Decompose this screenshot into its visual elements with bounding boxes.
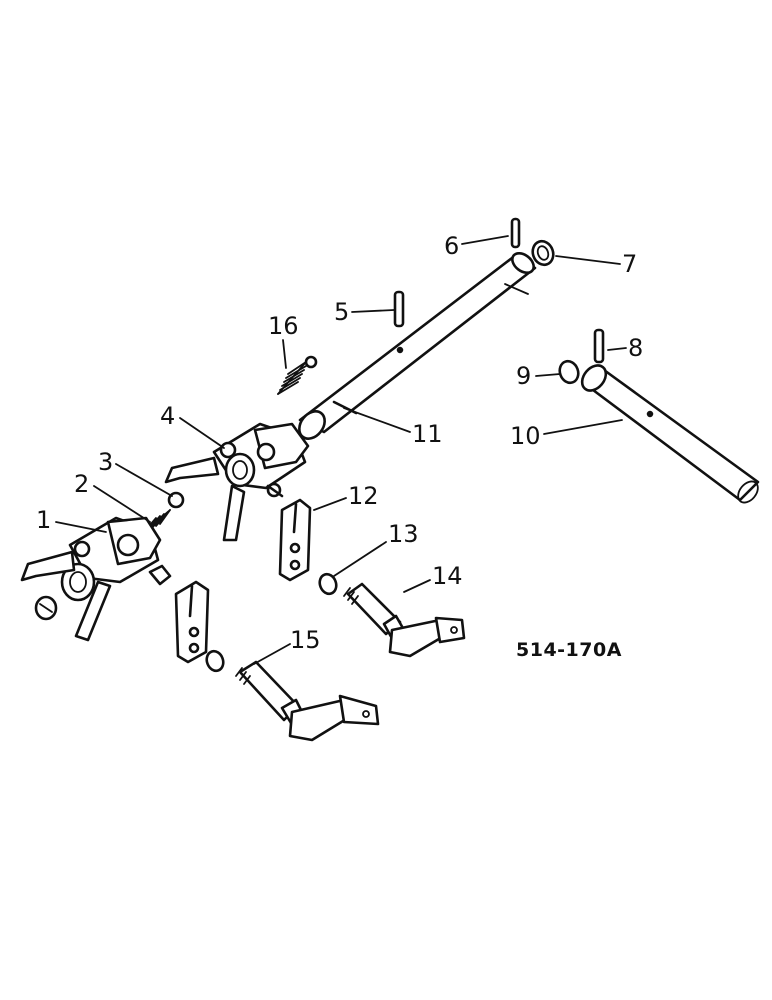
part-11-shift-rail xyxy=(298,251,537,440)
callout-15: 15 xyxy=(290,626,321,654)
callout-10: 10 xyxy=(510,422,541,450)
callout-14: 14 xyxy=(432,562,463,590)
part-12-interlock-plate xyxy=(278,498,312,582)
callout-4: 4 xyxy=(160,402,175,430)
part-1-shift-fork xyxy=(20,516,172,642)
callout-5: 5 xyxy=(334,298,349,326)
callout-1: 1 xyxy=(36,506,51,534)
callout-12: 12 xyxy=(348,482,379,510)
callout-13: 13 xyxy=(388,520,419,548)
figure-code: 514-170A xyxy=(516,639,622,661)
part-5-roll-pin xyxy=(393,290,405,328)
part-9-o-ring xyxy=(558,359,580,385)
part-4-shift-fork xyxy=(164,422,310,542)
part-8-roll-pin xyxy=(593,328,605,364)
callout-labels: 1 2 3 4 5 6 7 8 9 10 11 12 13 14 15 16 xyxy=(36,232,643,654)
part-7-snap-ring xyxy=(531,239,555,267)
part-15-shift-lever xyxy=(235,660,380,742)
part-16-spring-and-ball xyxy=(277,355,318,395)
callout-11: 11 xyxy=(412,420,443,448)
part-14-shift-lever xyxy=(343,582,466,658)
part-6-roll-pin xyxy=(510,217,521,249)
part-13-o-ring xyxy=(318,572,338,596)
leader-lines xyxy=(55,235,627,665)
interlock-plate xyxy=(174,580,210,664)
part-15-o-ring xyxy=(205,649,225,673)
part-10-shift-rail xyxy=(580,364,760,504)
callout-6: 6 xyxy=(444,232,459,260)
callout-9: 9 xyxy=(516,362,531,390)
callout-8: 8 xyxy=(628,334,643,362)
callout-7: 7 xyxy=(622,250,637,278)
callout-2: 2 xyxy=(74,470,89,498)
callout-3: 3 xyxy=(98,448,113,476)
callout-16: 16 xyxy=(268,312,299,340)
